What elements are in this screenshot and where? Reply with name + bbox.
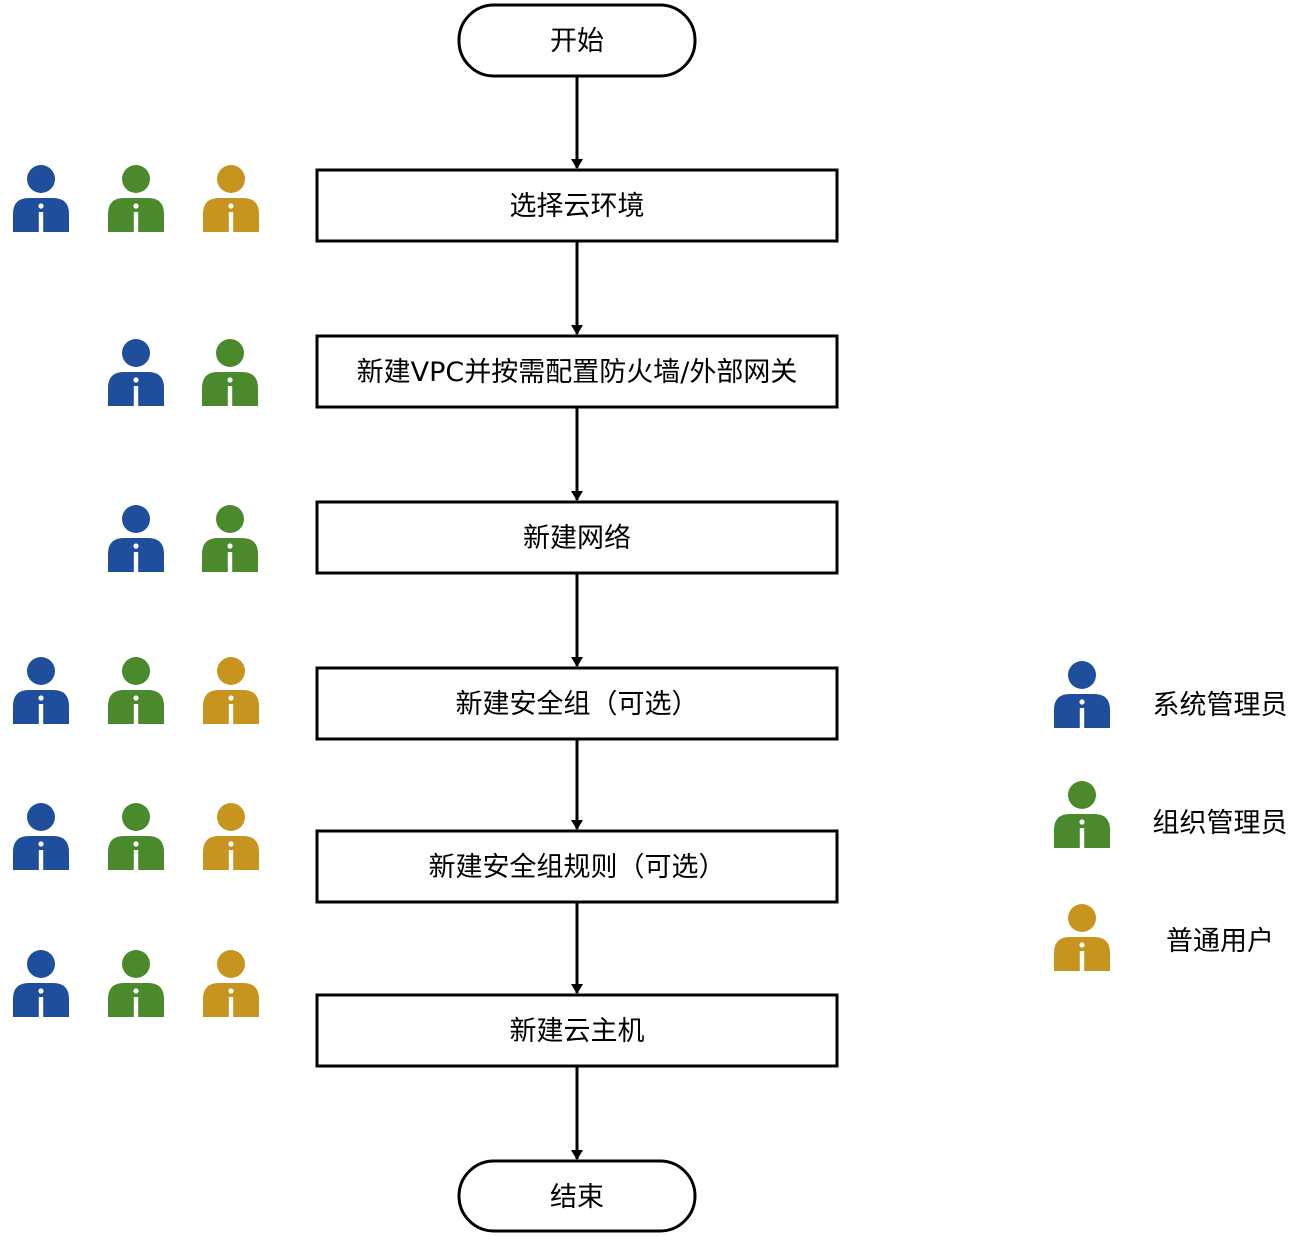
sys-admin-person-icon xyxy=(13,950,69,1017)
legend: 系统管理员 组织管理员 普通用户 xyxy=(1054,661,1288,971)
user-person-icon xyxy=(203,950,259,1017)
step-label-6: 新建云主机 xyxy=(510,1016,645,1047)
step-node-5: 新建安全组规则（可选） xyxy=(315,829,839,904)
sys-admin-person-icon xyxy=(13,165,69,232)
step-label-3: 新建网络 xyxy=(523,523,631,554)
legend-org-admin-person-icon xyxy=(1054,781,1110,848)
role-icons xyxy=(13,165,259,1017)
org-admin-person-icon xyxy=(108,657,164,724)
legend-icons xyxy=(1054,661,1110,971)
start-label: 开始 xyxy=(550,26,604,57)
start-node: 开始 xyxy=(457,3,697,78)
step-label-2: 新建VPC并按需配置防火墙/外部网关 xyxy=(357,357,798,388)
legend-user-person-icon xyxy=(1054,904,1110,971)
org-admin-person-icon xyxy=(202,505,258,572)
user-person-icon xyxy=(203,657,259,724)
step-node-6: 新建云主机 xyxy=(315,993,839,1068)
step-node-2: 新建VPC并按需配置防火墙/外部网关 xyxy=(315,334,839,409)
end-label: 结束 xyxy=(550,1182,604,1213)
legend-label-sys-admin: 系统管理员 xyxy=(1153,690,1288,721)
org-admin-person-icon xyxy=(108,803,164,870)
step-node-3: 新建网络 xyxy=(315,500,839,575)
step-label-1: 选择云环境 xyxy=(510,191,645,222)
sys-admin-person-icon xyxy=(108,339,164,406)
org-admin-person-icon xyxy=(202,339,258,406)
user-person-icon xyxy=(203,803,259,870)
org-admin-person-icon xyxy=(108,165,164,232)
legend-label-user: 普通用户 xyxy=(1166,926,1274,957)
sys-admin-person-icon xyxy=(108,505,164,572)
step-node-4: 新建安全组（可选） xyxy=(315,666,839,741)
step-label-4: 新建安全组（可选） xyxy=(456,689,699,720)
sys-admin-person-icon xyxy=(13,803,69,870)
end-node: 结束 xyxy=(457,1159,697,1233)
step-node-1: 选择云环境 xyxy=(315,168,839,243)
sys-admin-person-icon xyxy=(13,657,69,724)
legend-sys-admin-person-icon xyxy=(1054,661,1110,728)
user-person-icon xyxy=(203,165,259,232)
step-label-5: 新建安全组规则（可选） xyxy=(429,852,726,883)
legend-label-org-admin: 组织管理员 xyxy=(1153,808,1288,839)
org-admin-person-icon xyxy=(108,950,164,1017)
